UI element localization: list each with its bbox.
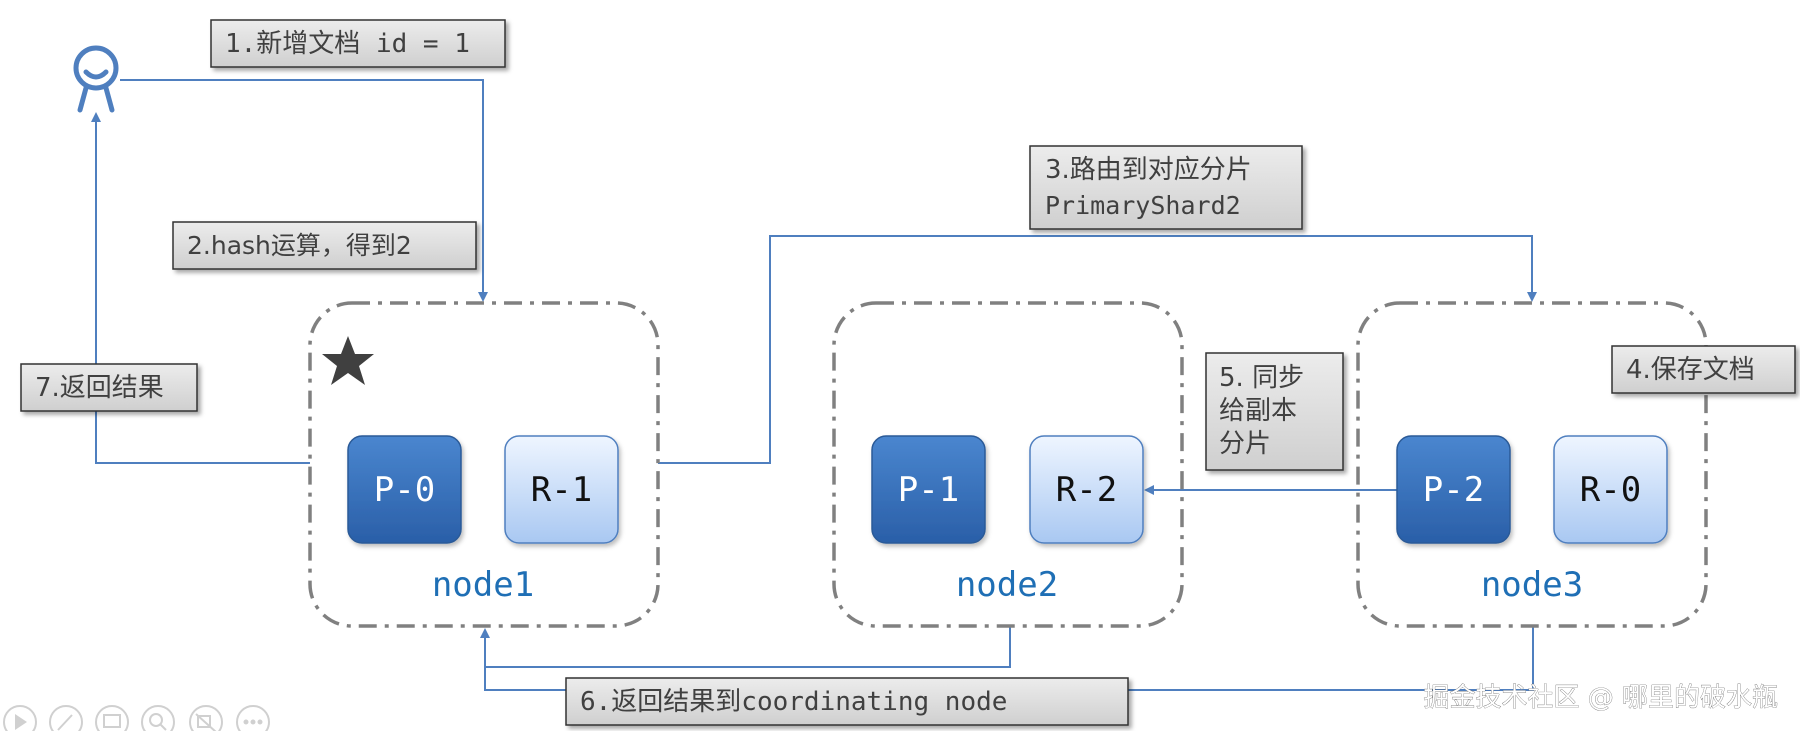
slides-icon[interactable] xyxy=(95,705,129,731)
user-icon xyxy=(73,45,119,113)
star-icon xyxy=(322,336,374,385)
node3-label: node3 xyxy=(1481,565,1583,605)
shard-label: R-0 xyxy=(1580,470,1641,510)
shard-replica-node2 xyxy=(1029,435,1144,544)
watermark: 掘金技术社区 @ 哪里的破水瓶 xyxy=(1423,683,1778,713)
step5-callout: 5. 同步 给副本 分片 xyxy=(1205,352,1344,471)
step1-callout: 1.新增文档 id = 1 xyxy=(210,19,506,68)
step6-label: 6.返回结果到coordinating node xyxy=(580,687,1007,717)
node1-container xyxy=(308,301,660,628)
node3-container xyxy=(1356,301,1708,628)
shard-primary-node1 xyxy=(347,435,462,544)
shard-replica-node3 xyxy=(1553,435,1668,544)
shard-label: P-1 xyxy=(898,470,959,510)
pen-icon[interactable] xyxy=(49,705,83,731)
node2-label: node2 xyxy=(956,565,1058,605)
shard-primary-node2 xyxy=(871,435,986,544)
shard-primary-node3 xyxy=(1396,435,1511,544)
step5-label-line1: 5. 同步 xyxy=(1219,363,1304,393)
shards: P-0 R-1 P-1 R-2 P-2 R-0 xyxy=(347,435,1668,544)
step4-label: 4.保存文档 xyxy=(1626,355,1755,385)
shard-replica-node1 xyxy=(504,435,619,544)
step4-callout: 4.保存文档 xyxy=(1611,345,1796,394)
node2-container xyxy=(832,301,1184,628)
shard-label: P-0 xyxy=(374,470,435,510)
step5-label-line2: 给副本 xyxy=(1219,396,1297,426)
arrow-step7 xyxy=(91,112,310,464)
presentation-toolbar xyxy=(3,705,270,731)
step1-label: 1.新增文档 id = 1 xyxy=(225,29,470,59)
step3-label-line1: 3.路由到对应分片 xyxy=(1045,155,1252,185)
shard-label: P-2 xyxy=(1423,470,1484,510)
video-off-icon[interactable] xyxy=(189,705,223,731)
more-icon[interactable] xyxy=(236,705,270,731)
step6-callout: 6.返回结果到coordinating node xyxy=(565,677,1129,726)
arrow-step6-node2 xyxy=(480,626,1011,668)
step3-label-line2: PrimaryShard2 xyxy=(1045,191,1241,220)
step7-callout: 7.返回结果 xyxy=(20,363,198,412)
arrow-step1 xyxy=(120,79,488,302)
step7-label: 7.返回结果 xyxy=(35,373,164,403)
step2-label: 2.hash运算，得到2 xyxy=(187,231,412,260)
shard-label: R-2 xyxy=(1056,470,1117,510)
step3-callout: 3.路由到对应分片 PrimaryShard2 xyxy=(1029,145,1303,230)
node-containers xyxy=(308,301,1708,628)
node-names: node1 node2 node3 xyxy=(432,565,1583,605)
node1-label: node1 xyxy=(432,565,534,605)
step5-label-line3: 分片 xyxy=(1219,429,1271,459)
play-icon[interactable] xyxy=(3,705,37,731)
arrow-step3 xyxy=(658,235,1537,464)
zoom-icon[interactable] xyxy=(141,705,175,731)
shard-label: R-1 xyxy=(531,470,592,510)
step2-callout: 2.hash运算，得到2 xyxy=(172,221,477,270)
